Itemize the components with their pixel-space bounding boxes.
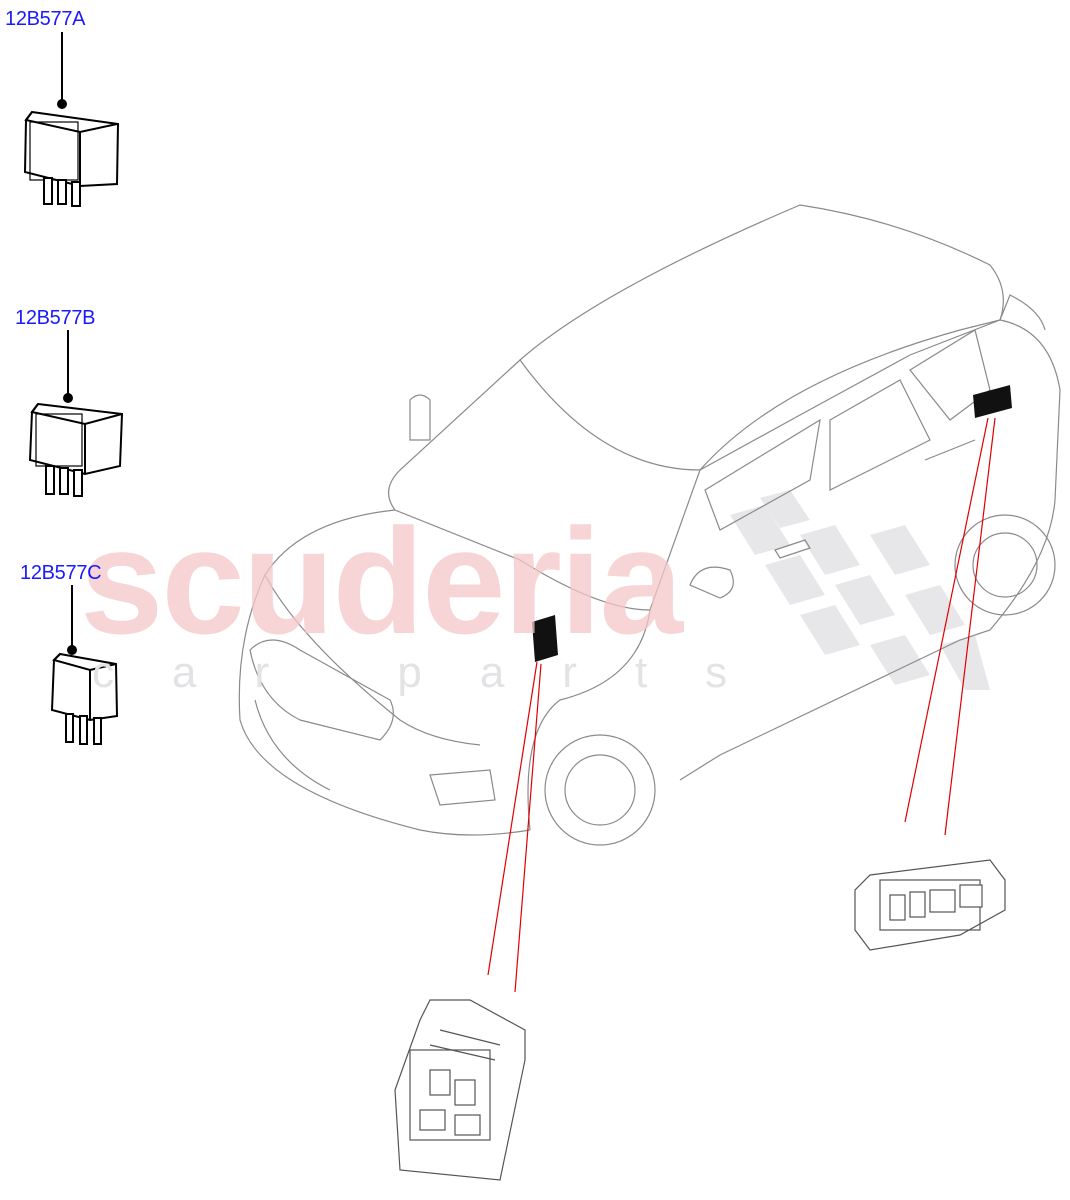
fuse-box-rear[interactable] [854,859,1006,951]
leader-lines [487,417,996,993]
vehicle-outline [238,204,1061,846]
callout-12b577b[interactable]: 12B577B [15,307,96,329]
callout-12b577c[interactable]: 12B577C [20,562,102,584]
relay-12b577b[interactable] [28,330,124,497]
fuse-box-front[interactable] [394,999,526,1181]
fuse-box-location-rear [973,385,1012,418]
watermark-flag [730,490,990,690]
relay-12b577c[interactable] [50,585,119,745]
callout-12b577a[interactable]: 12B577A [5,8,86,30]
relay-12b577a[interactable] [23,32,120,207]
fuse-box-location-front [532,615,558,662]
